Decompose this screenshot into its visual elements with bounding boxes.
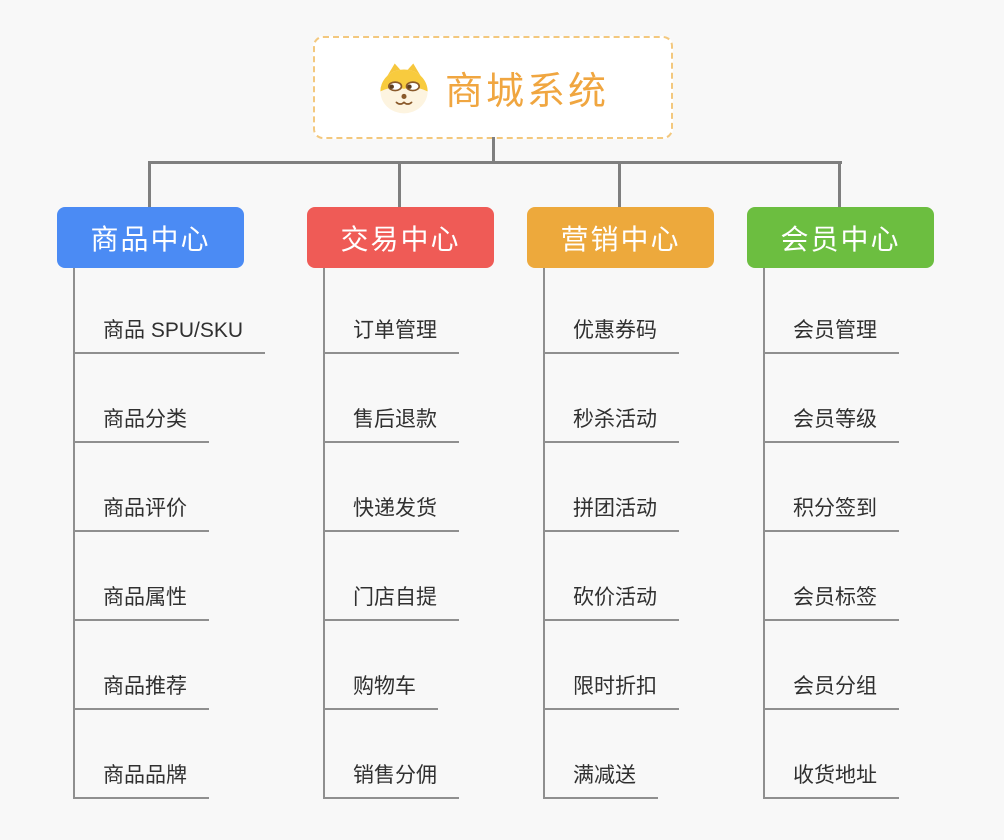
leaf-node-shipping-address[interactable]: 收货地址 <box>763 762 899 800</box>
leaf-node-member-tags[interactable]: 会员标签 <box>763 584 899 622</box>
branch-trunk-line <box>763 268 765 799</box>
connector-drop-member <box>838 161 841 208</box>
leaf-node-spend-and-save[interactable]: 满减送 <box>543 762 658 800</box>
leaf-node-limited-time-discount[interactable]: 限时折扣 <box>543 673 679 711</box>
connector-bus <box>148 161 842 164</box>
shiba-dog-icon <box>380 63 428 113</box>
leaf-node-order-management[interactable]: 订单管理 <box>323 317 459 355</box>
branch-trunk-line <box>73 268 75 799</box>
branch-column-member-center: 会员中心 会员管理 会员等级 积分签到 会员标签 会员分组 收货地址 <box>747 207 997 800</box>
leaf-node-member-management[interactable]: 会员管理 <box>763 317 899 355</box>
leaf-node-points-checkin[interactable]: 积分签到 <box>763 495 899 533</box>
branch-node-marketing-center[interactable]: 营销中心 <box>527 207 714 268</box>
connector-drop-trade <box>398 161 401 208</box>
leaf-node-bargain-activity[interactable]: 砍价活动 <box>543 584 679 622</box>
branch-node-trade-center[interactable]: 交易中心 <box>307 207 494 268</box>
leaf-node-product-review[interactable]: 商品评价 <box>73 495 209 533</box>
leaf-node-product-recommend[interactable]: 商品推荐 <box>73 673 209 711</box>
leaf-node-member-level[interactable]: 会员等级 <box>763 406 899 444</box>
leaf-node-sales-commission[interactable]: 销售分佣 <box>323 762 459 800</box>
leaf-node-product-brand[interactable]: 商品品牌 <box>73 762 209 800</box>
root-node-mall-system[interactable]: 商城系统 <box>313 36 673 139</box>
leaf-node-product-category[interactable]: 商品分类 <box>73 406 209 444</box>
leaf-node-product-spu-sku[interactable]: 商品 SPU/SKU <box>73 317 266 355</box>
leaf-node-store-pickup[interactable]: 门店自提 <box>323 584 459 622</box>
leaf-node-aftersale-refund[interactable]: 售后退款 <box>323 406 459 444</box>
branch-column-product-center: 商品中心 商品 SPU/SKU 商品分类 商品评价 商品属性 商品推荐 商品品牌 <box>57 207 307 800</box>
leaf-node-flash-sale[interactable]: 秒杀活动 <box>543 406 679 444</box>
connector-drop-product <box>148 161 151 208</box>
branch-node-product-center[interactable]: 商品中心 <box>57 207 244 268</box>
branch-trunk-line <box>323 268 325 799</box>
branch-column-trade-center: 交易中心 订单管理 售后退款 快递发货 门店自提 购物车 销售分佣 <box>307 207 557 800</box>
leaf-node-product-attribute[interactable]: 商品属性 <box>73 584 209 622</box>
leaf-node-shopping-cart[interactable]: 购物车 <box>323 673 438 711</box>
connector-root-stem <box>492 137 495 163</box>
leaf-node-group-buy[interactable]: 拼团活动 <box>543 495 679 533</box>
branch-column-marketing-center: 营销中心 优惠券码 秒杀活动 拼团活动 砍价活动 限时折扣 满减送 <box>527 207 777 800</box>
branch-node-member-center[interactable]: 会员中心 <box>747 207 934 268</box>
leaf-node-express-shipping[interactable]: 快递发货 <box>323 495 459 533</box>
leaf-node-member-groups[interactable]: 会员分组 <box>763 673 899 711</box>
branch-trunk-line <box>543 268 545 799</box>
leaf-node-coupon-code[interactable]: 优惠券码 <box>543 317 679 355</box>
connector-drop-marketing <box>618 161 621 208</box>
root-node-title: 商城系统 <box>444 71 609 113</box>
